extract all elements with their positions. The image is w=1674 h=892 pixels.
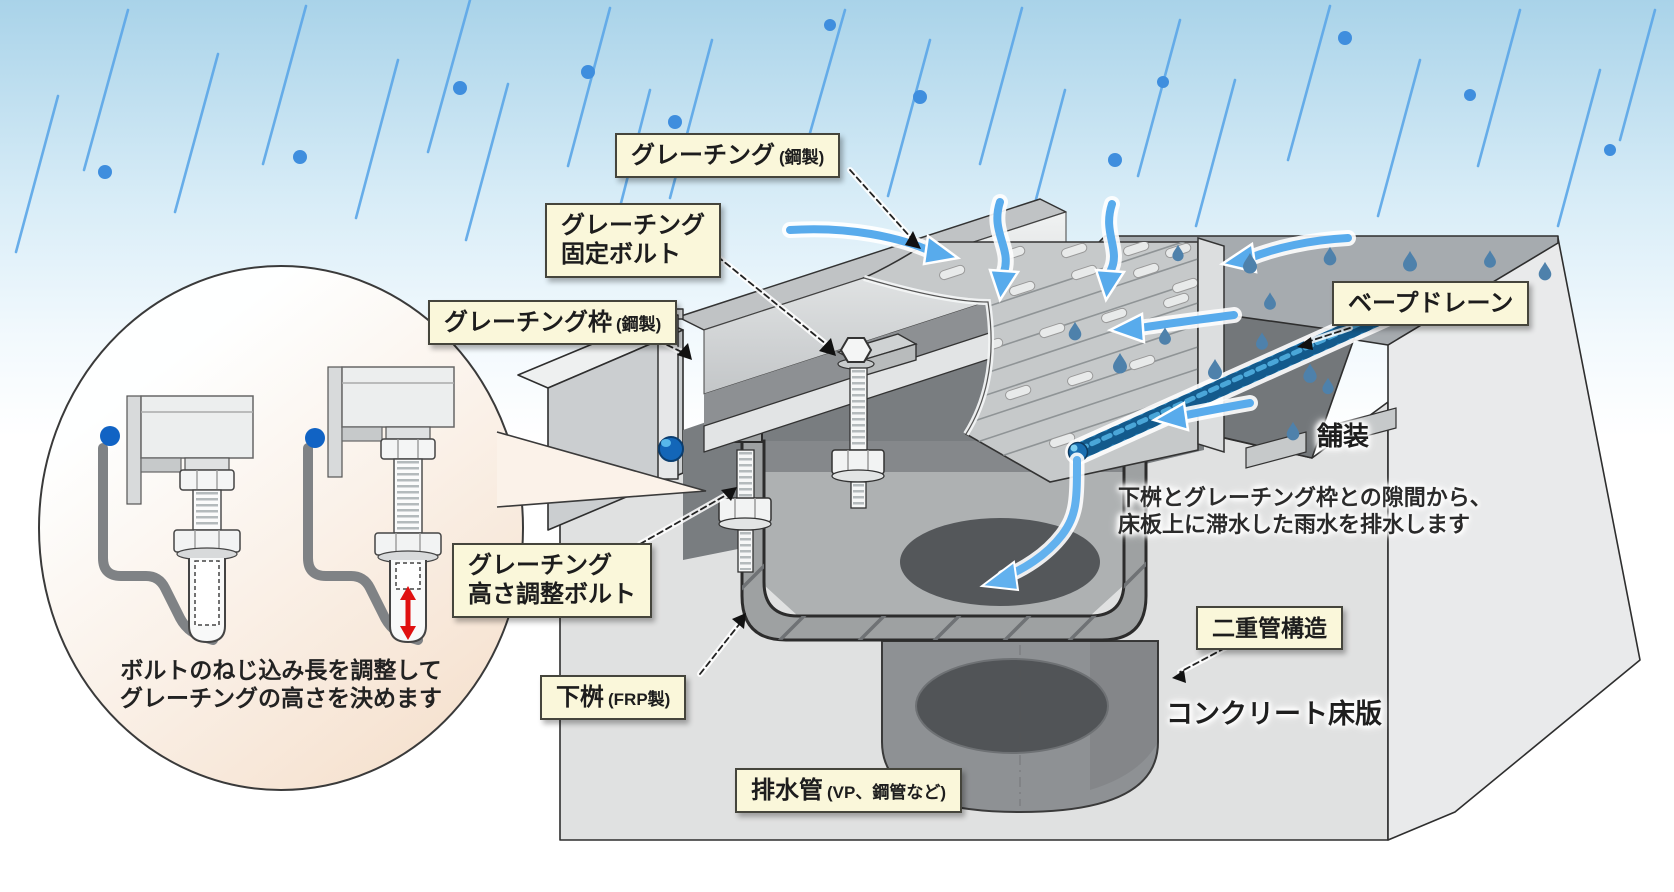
label-grating-sub: (鋼製) — [779, 148, 825, 167]
pavement-annotation: 舗装 — [1317, 421, 1370, 451]
drain-note: 下桝とグレーチング枠との隙間から、 床板上に滞水した雨水を排水します — [1118, 485, 1492, 537]
fixing-bolt-hex-head — [839, 337, 873, 363]
label-vape-drain: ベープドレーン — [1332, 281, 1530, 327]
label-grating-main: グレーチング — [631, 142, 775, 169]
frame-support-foot — [1245, 431, 1307, 469]
label-double-pipe: 二重管構造 — [1196, 606, 1343, 651]
inset-pointer — [497, 432, 706, 507]
vape-drain-cut-left — [658, 436, 684, 462]
inset-caption: ボルトのねじ込み長を調整して グレーチングの高さを決めます — [120, 657, 442, 711]
inset-assembly-low — [98, 395, 254, 645]
grating-cutaway-line — [863, 277, 992, 435]
height-adjust-bolt-rear — [831, 367, 885, 509]
water-fall-arrow — [979, 452, 1085, 592]
label-height-bolt: グレーチング 高さ調整ボルト — [452, 543, 652, 618]
drain-pipe-shade — [1090, 641, 1158, 790]
grating-block — [341, 366, 455, 428]
rain-streaks — [14, 0, 1657, 254]
fixing-bolt — [836, 333, 918, 379]
marker-dot — [100, 426, 120, 446]
height-adjust-bolt-front — [718, 449, 772, 573]
inset-circle — [38, 265, 707, 791]
marker-dot — [305, 428, 325, 448]
frame-support-foot — [1335, 407, 1397, 445]
inner-pipe-opening — [915, 658, 1109, 754]
adjust-range-arrow — [400, 586, 416, 640]
label-fixing-bolt: グレーチング 固定ボルト — [545, 203, 721, 278]
grating-block — [140, 395, 254, 459]
label-grating-frame: グレーチング枠(鋼製) — [428, 300, 678, 346]
label-lower-basin: 下桝(FRP製) — [540, 675, 687, 721]
inset-assembly-high — [303, 366, 455, 645]
hidden-bolt-shank — [194, 560, 220, 626]
label-drain-pipe: 排水管(VP、鋼管など) — [735, 768, 962, 814]
label-grating: グレーチング(鋼製) — [615, 133, 841, 179]
rain-drop-dots — [98, 19, 1616, 179]
concrete-slab-annotation: コンクリート床版 — [1166, 699, 1382, 729]
